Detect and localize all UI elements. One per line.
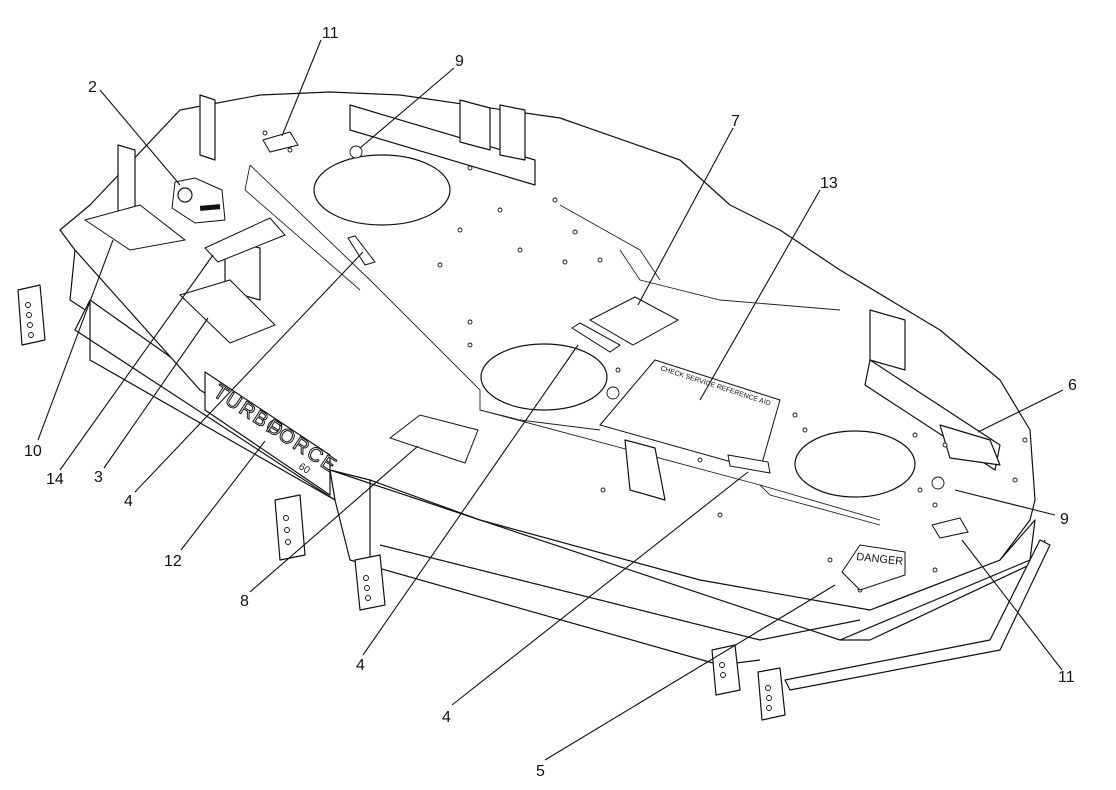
callout-11-top: 11 — [322, 25, 339, 42]
callout-11-right: 11 — [1058, 669, 1075, 686]
callout-6: 6 — [1068, 377, 1077, 394]
callout-2: 2 — [88, 79, 97, 96]
decal-7 — [588, 296, 680, 346]
decal-8 — [388, 414, 479, 464]
decal-11-left — [262, 131, 299, 153]
callout-10: 10 — [24, 443, 42, 460]
callout-12: 12 — [164, 553, 182, 570]
callout-9-right: 9 — [1060, 511, 1069, 528]
decal-4-center — [571, 322, 621, 353]
decal-14 — [204, 217, 286, 263]
callout-13: 13 — [820, 175, 838, 192]
callout-4-left: 4 — [124, 493, 133, 510]
brand-plate — [204, 371, 331, 496]
decal-5-danger — [841, 544, 906, 591]
callout-8: 8 — [240, 593, 249, 610]
leader-lines — [37, 39, 1064, 761]
callout-4-center: 4 — [356, 657, 365, 674]
callout-labels: 11 9 2 7 13 6 9 11 10 14 3 4 12 8 4 4 5 — [24, 25, 1077, 780]
decal-3 — [179, 279, 276, 344]
callout-9-top: 9 — [455, 53, 464, 70]
callout-4-rear: 4 — [442, 709, 451, 726]
decals: CHECK SERVICE REFERENCE AID DANGER — [83, 131, 969, 591]
blade-opening-left — [313, 154, 451, 226]
decal-10 — [83, 204, 187, 251]
decal-13-service — [599, 359, 781, 471]
callout-3: 3 — [94, 469, 103, 486]
callout-7: 7 — [731, 113, 740, 130]
decal-11-right — [931, 517, 969, 539]
deck-holes — [262, 130, 1028, 593]
callout-14: 14 — [46, 471, 64, 488]
callout-5: 5 — [536, 763, 545, 780]
blade-opening-right — [794, 430, 916, 498]
mounting-brackets — [17, 94, 906, 721]
deflector — [939, 424, 1001, 466]
rear-bumper — [784, 539, 1051, 691]
blade-opening-center — [480, 343, 608, 411]
decal-4-rear — [727, 454, 771, 474]
mower-deck: TURBO FORCE 60 — [17, 91, 1051, 721]
danger-decal-text: DANGER — [856, 551, 904, 568]
